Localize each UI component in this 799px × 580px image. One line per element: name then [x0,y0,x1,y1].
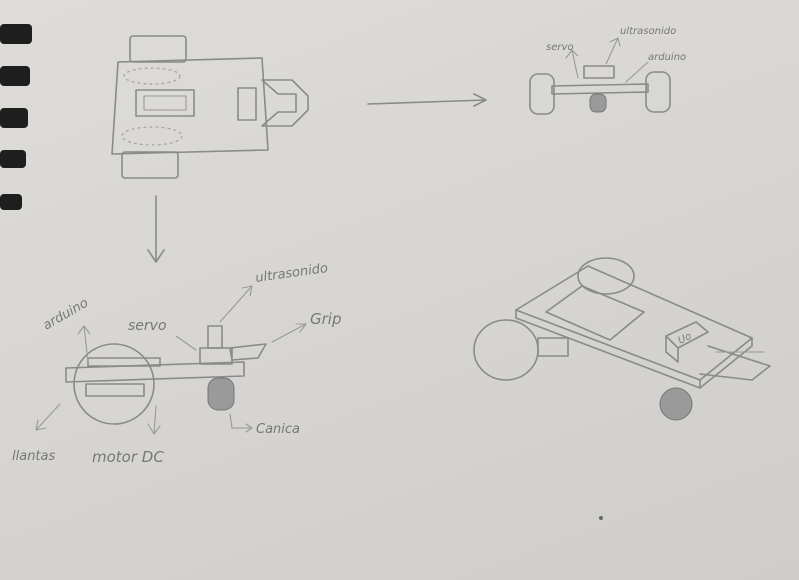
side-canica [208,378,234,410]
label-servo: servo [128,318,167,334]
servo-pointer [176,336,196,350]
side-ultrasonic [208,326,222,348]
label-grip: Grip [310,310,341,328]
ultrasonic-marking: Uo [676,331,693,347]
llantas-pointer [36,404,60,430]
dashed-wheel-area [122,127,182,145]
servo-arrow [566,50,578,78]
ultrasonic-sensor [238,88,256,120]
label-motor-dc: motor DC [92,448,164,466]
label-ultrasonido-top: ultrasonido [620,26,676,37]
grip-pointer [272,324,306,342]
gripper-claw [262,80,308,126]
spiral-ring [0,66,30,86]
arduino-arrow [626,62,648,82]
perspective-canica [660,388,692,420]
label-ultrasonido: ultrasonido [254,261,328,286]
top-wheel [130,36,186,62]
perspective-view-sketch: Uo [474,258,770,420]
side-view-sketch: arduino servo ultrasonido Grip llantas m… [12,261,341,466]
dashed-wheel-area [124,68,180,84]
spiral-ring [0,24,32,44]
arduino-board-inner [144,96,186,110]
arrow-right [368,94,486,106]
front-chassis [552,84,648,94]
pencil-dot [599,516,603,520]
front-canica [590,94,606,112]
label-canica: Canica [256,422,300,437]
motor-dc-body [86,384,144,396]
spiral-ring [0,194,22,210]
perspective-chassis-side [516,310,700,388]
front-wheel [474,320,538,380]
ultrasonido-arrow [606,38,620,64]
front-right-wheel [646,72,670,112]
arduino-board [136,90,194,116]
motor-pointer [148,406,160,434]
bottom-wheel [122,152,178,178]
label-llantas: llantas [12,449,55,464]
label-servo-top: servo [546,42,574,53]
top-view-sketch [112,36,308,178]
spiral-ring [0,150,26,168]
notebook-spiral [0,24,32,210]
label-arduino: arduino [41,296,92,334]
arrow-down [148,196,164,262]
spiral-ring [0,108,28,128]
perspective-arduino [546,286,644,340]
ultrasonido-pointer [220,286,252,322]
side-servo [200,348,232,364]
perspective-motor [538,338,568,356]
front-ultrasonic [584,66,614,78]
front-view-sketch: servo ultrasonido arduino [530,26,686,114]
side-grip [230,344,266,360]
canica-pointer [230,414,252,432]
label-arduino-top: arduino [648,52,686,63]
front-left-wheel [530,74,554,114]
